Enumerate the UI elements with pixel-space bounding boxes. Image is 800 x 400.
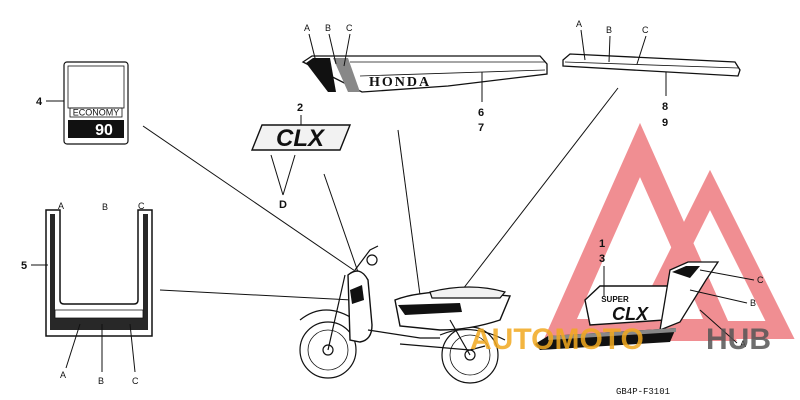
callout-5: 5 <box>21 260 27 272</box>
callout-3: 3 <box>599 253 605 265</box>
callout-2: 2 <box>297 102 303 114</box>
watermark-text: AUTOMOTO HUB <box>470 323 771 356</box>
leg-shield-trim <box>45 209 153 337</box>
callout-shield-b: B <box>102 202 108 212</box>
honda-text: HONDA <box>369 75 431 90</box>
callout-shield-c: C <box>138 201 145 211</box>
callout-d: D <box>279 199 287 211</box>
side-cover-decal: SUPER CLX <box>584 285 673 326</box>
side-clx-text: CLX <box>612 304 649 324</box>
watermark-logo <box>543 122 795 341</box>
callout-bottom-b: B <box>98 376 104 386</box>
super-text: SUPER <box>601 295 629 304</box>
callout-6: 6 <box>478 107 484 119</box>
watermark-text-part1: AUTOMOTO <box>470 323 644 356</box>
callout-honda-c: C <box>346 23 353 33</box>
callout-8: 8 <box>662 101 668 113</box>
callout-honda-a: A <box>304 23 310 33</box>
model-90-text: 90 <box>95 122 113 139</box>
watermark-text-part2: HUB <box>706 323 771 356</box>
callout-7: 7 <box>478 122 484 134</box>
callout-bottom-c: C <box>132 376 139 386</box>
motorcycle <box>299 245 512 384</box>
economy-emblem: ECONOMY 90 <box>63 61 129 145</box>
clx-emblem: CLX <box>250 124 352 152</box>
callout-4: 4 <box>36 96 43 108</box>
honda-stripe: HONDA <box>301 55 548 93</box>
clx-text: CLX <box>276 125 326 152</box>
side-panel-stripe <box>535 261 720 350</box>
right-stripe <box>562 53 741 77</box>
callout-right-a: A <box>576 19 582 29</box>
callout-side-c: C <box>757 275 764 285</box>
callout-9: 9 <box>662 117 668 129</box>
callout-right-b: B <box>606 25 612 35</box>
callout-honda-b: B <box>325 23 331 33</box>
callout-bottom-a: A <box>60 370 66 380</box>
callout-shield-a: A <box>58 201 64 211</box>
callout-right-c: C <box>642 25 649 35</box>
callout-1: 1 <box>599 238 605 250</box>
economy-text: ECONOMY <box>73 108 120 118</box>
callout-side-a: A <box>740 339 746 349</box>
callout-side-b: B <box>750 298 756 308</box>
diagram-code: GB4P-F3101 <box>616 387 670 397</box>
